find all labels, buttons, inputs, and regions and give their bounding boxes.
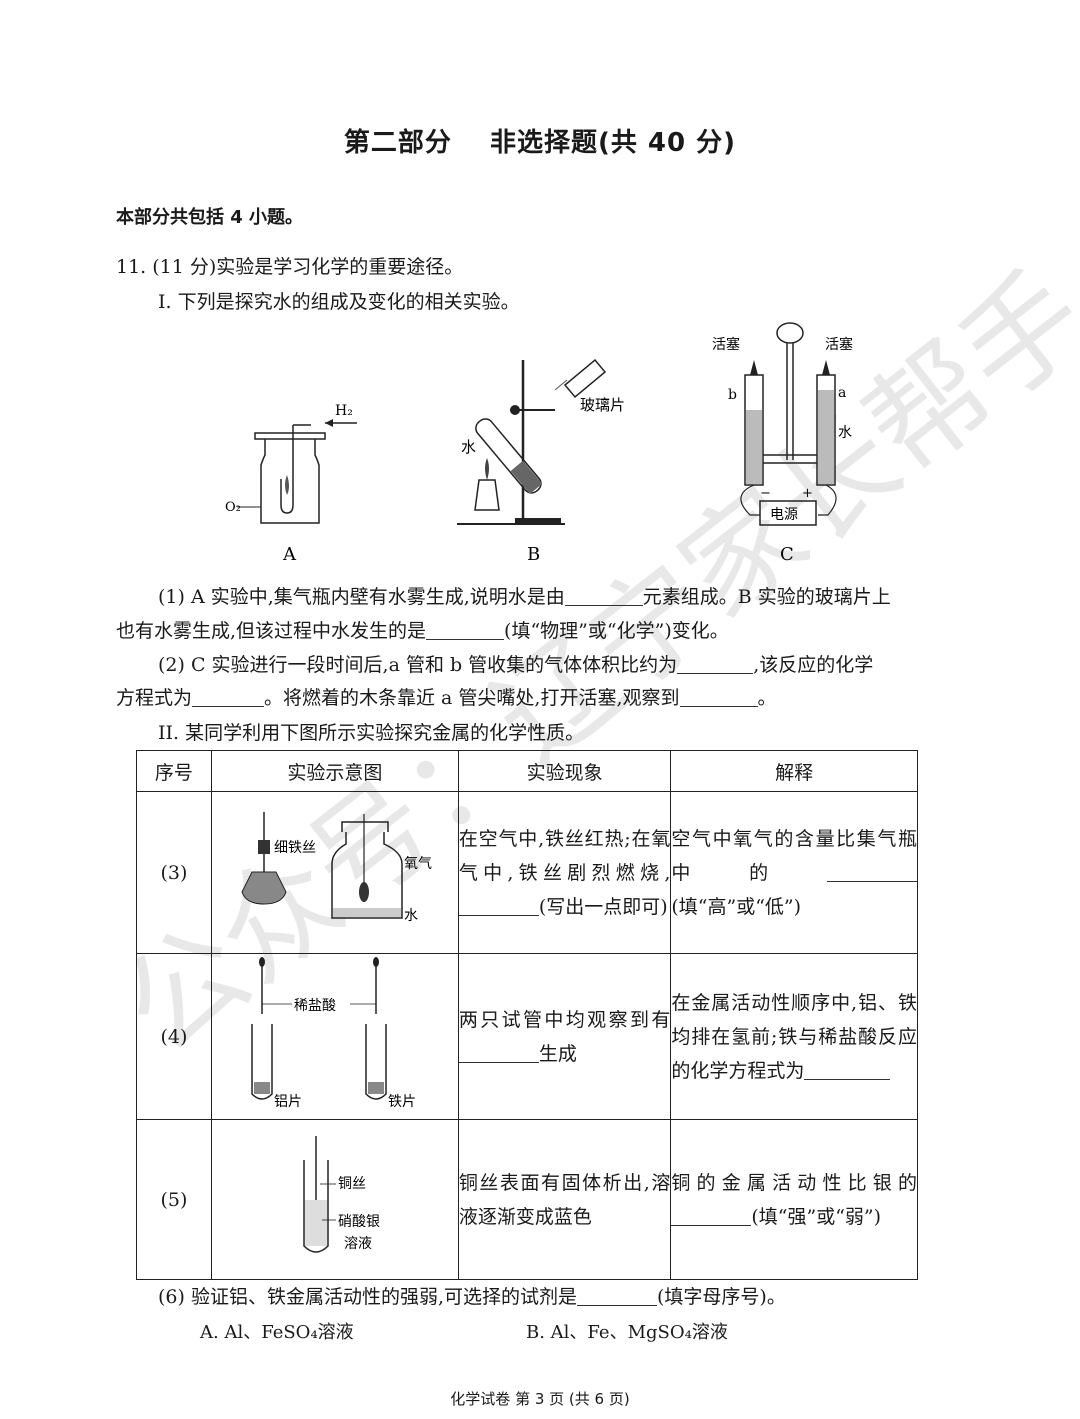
- figure-a-label: A: [282, 544, 297, 565]
- answer-blank[interactable]: [804, 1060, 891, 1080]
- q6-line: (6) 验证铝、铁金属活动性的强弱,可选择的试剂是(填字母序号)。: [158, 1286, 786, 1308]
- answer-blank[interactable]: [458, 1043, 539, 1063]
- figure-c-label: C: [780, 544, 794, 565]
- col-header-phenomenon: 实验现象: [457, 750, 672, 792]
- row-phenomenon: 在空气中,铁丝红热;在氧气中,铁丝剧烈燃烧,(写出一点即可): [457, 791, 672, 954]
- table-row: (5) 铜丝 硝酸银 溶液 铜丝表面有固体析出,溶液逐渐变成蓝色 铜的金属活动性…: [136, 1119, 918, 1280]
- figure-c-power: 电源: [770, 507, 798, 523]
- table-row: (4) 稀盐酸 铝片 铁片 两只试管中均观察到有生成 在金属活动性顺序: [136, 953, 918, 1120]
- fig-label-water: 水: [404, 908, 418, 924]
- fig-label-iron-wire: 细铁丝: [274, 840, 316, 856]
- answer-blank[interactable]: [827, 862, 917, 882]
- answer-blank[interactable]: [564, 586, 643, 606]
- row-explain: 在金属活动性顺序中,铝、铁均排在氢前;铁与稀盐酸反应的化学方程式为: [670, 953, 918, 1120]
- dilute-hcl-figure: 稀盐酸 铝片 铁片: [251, 957, 416, 1110]
- fig-label-oxygen: 氧气: [404, 856, 432, 872]
- answer-blank[interactable]: [458, 896, 539, 916]
- q11-part-ii: II. 某同学利用下图所示实验探究金属的化学性质。: [158, 722, 585, 744]
- figure-b-glass-label: 玻璃片: [580, 396, 625, 414]
- iron-wire-combustion-figure: 细铁丝 氧气 水: [241, 812, 432, 924]
- fig-label-silver-nitrate: 硝酸银: [338, 1214, 380, 1230]
- part-title: 非选择题(共 40 分): [490, 128, 737, 158]
- col-header-explain: 解释: [670, 750, 918, 792]
- q1-line2: 也有水雾生成,但该过程中水发生的是(填“物理”或“化学”)变化。: [116, 620, 729, 642]
- figure-b-water-label: 水: [461, 438, 476, 456]
- copper-silver-nitrate-figure: 铜丝 硝酸银 溶液: [303, 1136, 380, 1253]
- answer-blank[interactable]: [577, 1286, 657, 1306]
- experiment-table: 序号 实验示意图 实验现象 解释 (3) 细铁丝 氧气 水 在空气中,铁丝红热;…: [136, 750, 918, 1280]
- figure-a-h2-label: H₂: [335, 403, 353, 419]
- figure-c-tube-b: b: [728, 387, 737, 403]
- figure-c-electrolysis: 活塞 活塞 b a 水 − + 电源 C: [712, 322, 853, 565]
- q11-stem: 11. (11 分)实验是学习化学的重要途径。: [116, 256, 464, 278]
- figure-c-water: 水: [838, 425, 852, 441]
- row-seq: (4): [136, 953, 212, 1120]
- row-figure: 细铁丝 氧气 水: [210, 791, 459, 954]
- option-b: B. Al、Fe、MgSO₄溶液: [526, 1322, 728, 1343]
- option-a: A. Al、FeSO₄溶液: [200, 1322, 354, 1343]
- part-label: 第二部分: [343, 128, 452, 158]
- figure-b-heating-water: 水 玻璃片 B: [457, 358, 625, 565]
- fig-label-solution: 溶液: [344, 1236, 372, 1252]
- col-header-seq: 序号: [136, 750, 212, 792]
- figure-c-plus: +: [802, 486, 813, 501]
- fig-label-iron: 铁片: [388, 1094, 416, 1110]
- figure-a-o2-label: O₂: [225, 500, 241, 515]
- row-explain: 铜的金属活动性比银的(填“强”或“弱”): [670, 1119, 918, 1280]
- section-intro: 本部分共包括 4 小题。: [116, 207, 304, 228]
- answer-blank[interactable]: [677, 654, 754, 674]
- row-phenomenon: 两只试管中均观察到有生成: [457, 953, 672, 1120]
- row-explain: 空气中氧气的含量比集气瓶中的(填“高”或“低”): [670, 791, 918, 954]
- figure-b-label: B: [527, 544, 540, 565]
- row-figure: 稀盐酸 铝片 铁片: [210, 953, 459, 1120]
- row-phenomenon: 铜丝表面有固体析出,溶液逐渐变成蓝色: [457, 1119, 672, 1280]
- figure-a-gas-bottle: H₂ O₂ A: [225, 403, 357, 565]
- col-header-figure: 实验示意图: [210, 750, 459, 792]
- figure-c-stopcock-right: 活塞: [825, 336, 853, 353]
- q11-part-i: I. 下列是探究水的组成及变化的相关实验。: [158, 291, 520, 313]
- table-header-row: 序号 实验示意图 实验现象 解释: [136, 750, 918, 792]
- answer-blank[interactable]: [192, 687, 265, 707]
- answer-blank[interactable]: [679, 687, 758, 707]
- section-title: 第二部分 非选择题(共 40 分): [0, 122, 1080, 159]
- row-figure: 铜丝 硝酸银 溶液: [210, 1119, 459, 1280]
- q2-line1: (2) C 实验进行一段时间后,a 管和 b 管收集的气体体积比约为,该反应的化…: [158, 654, 874, 676]
- answer-blank[interactable]: [426, 620, 505, 640]
- table-row: (3) 细铁丝 氧气 水 在空气中,铁丝红热;在氧气中,铁丝剧烈燃烧,(写出一点…: [136, 791, 918, 954]
- figure-c-minus: −: [760, 486, 771, 501]
- page-footer: 化学试卷 第 3 页 (共 6 页): [450, 1390, 630, 1408]
- figure-c-tube-a: a: [838, 385, 846, 401]
- answer-blank[interactable]: [671, 1206, 752, 1226]
- fig-label-hcl: 稀盐酸: [294, 998, 336, 1014]
- fig-label-copper: 铜丝: [338, 1176, 366, 1192]
- fig-label-aluminum: 铝片: [274, 1094, 302, 1110]
- row-seq: (3): [136, 791, 212, 954]
- q2-line2: 方程式为。将燃着的木条靠近 a 管尖嘴处,打开活塞,观察到。: [116, 687, 777, 709]
- figure-c-stopcock-left: 活塞: [712, 336, 740, 353]
- row-seq: (5): [136, 1119, 212, 1280]
- q1-line1: (1) A 实验中,集气瓶内壁有水雾生成,说明水是由元素组成。B 实验的玻璃片上: [158, 586, 891, 608]
